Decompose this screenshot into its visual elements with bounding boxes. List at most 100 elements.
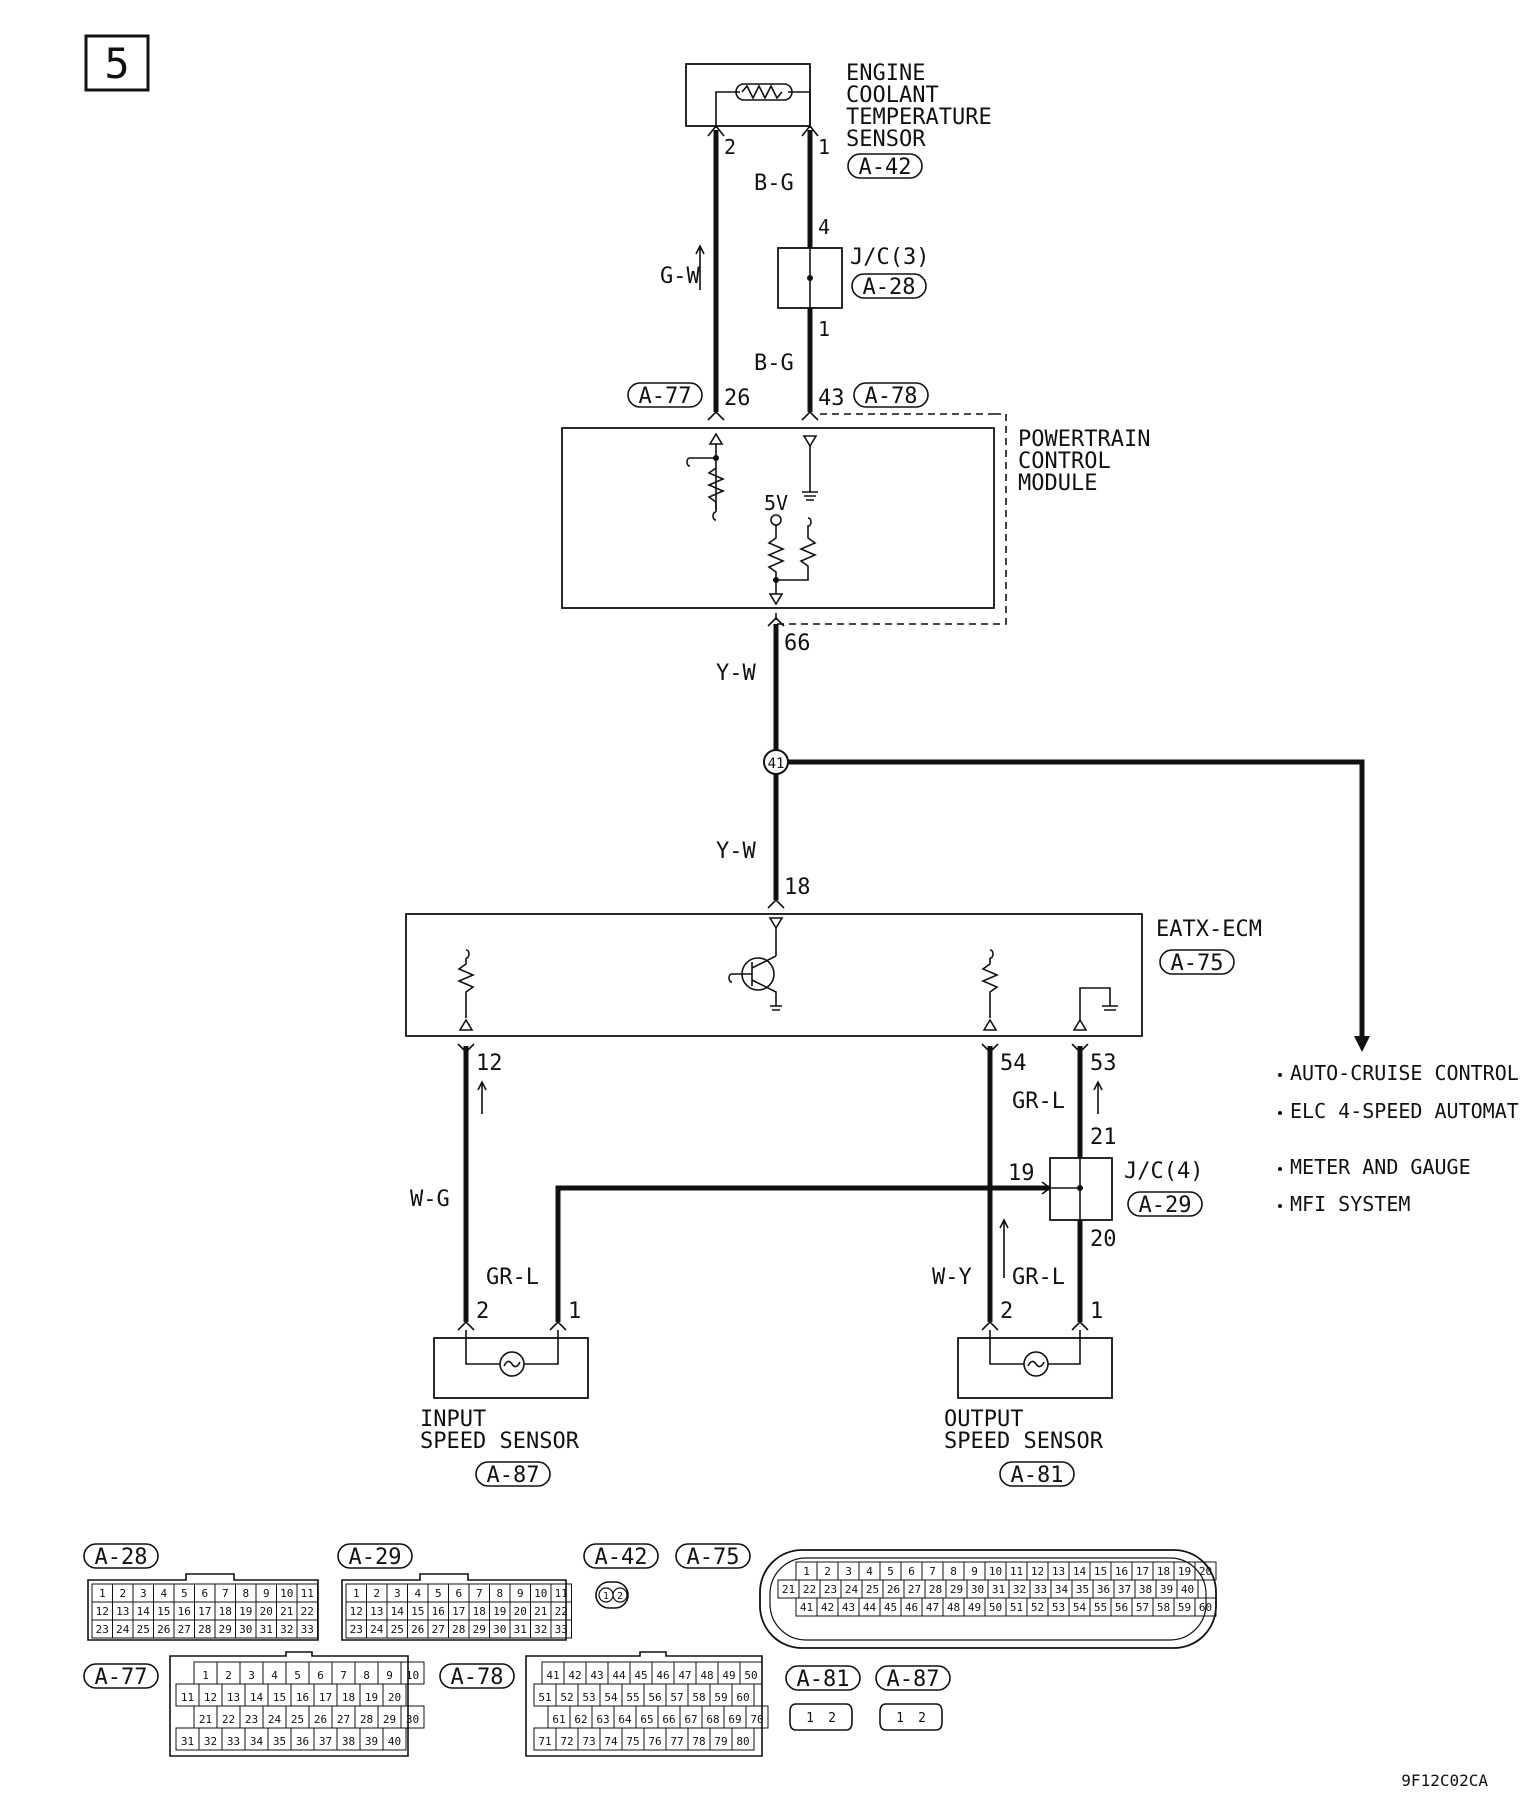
wire-label-gr-l-jc: GR-L <box>1012 1089 1065 1114</box>
connector-pin-label: 7 <box>340 1669 347 1682</box>
connector-pin-cell <box>550 1619 572 1639</box>
connector-pin-label: 68 <box>706 1713 719 1726</box>
connector-pin-label: 17 <box>452 1605 465 1618</box>
connector-pin-label: 19 <box>1178 1565 1191 1578</box>
connector-pin-label: 33 <box>555 1623 568 1636</box>
svg-text:21: 21 <box>1090 1125 1117 1150</box>
connector-pin-label: 67 <box>684 1713 697 1726</box>
connector-pin-label: 23 <box>96 1623 109 1636</box>
connector-pin-label: 9 <box>386 1669 393 1682</box>
connector-pin-label: 19 <box>493 1605 506 1618</box>
connector-pin-label: 66 <box>662 1713 675 1726</box>
connector-pin-label: 17 <box>198 1605 211 1618</box>
connector-pin-label: 2 <box>119 1587 126 1600</box>
output-sensor-connector-ref: A-81 <box>999 1461 1075 1488</box>
connector-pin-label: 7 <box>476 1587 483 1600</box>
wire-label-y-w-bottom: Y-W <box>716 839 756 864</box>
connector-pin-label: 11 <box>181 1691 194 1704</box>
connector-pin-cell <box>296 1619 318 1639</box>
connector-pin-label: 22 <box>301 1605 314 1618</box>
connector-pin-cell <box>1194 1597 1217 1617</box>
eatx-pin-18: 18 <box>784 875 811 900</box>
svg-text:A-77: A-77 <box>95 1665 148 1690</box>
svg-text:A-75: A-75 <box>687 1545 740 1570</box>
coolant-pin-1: 1 <box>818 135 830 159</box>
connector-pin-label: 55 <box>626 1691 639 1704</box>
connector-pin-label: 29 <box>950 1583 963 1596</box>
svg-text:A-75: A-75 <box>1171 951 1224 976</box>
connector-pin-label: 32 <box>1013 1583 1026 1596</box>
connector-pin-label: 12 <box>96 1605 109 1618</box>
connector-pin-label: 9 <box>971 1565 978 1578</box>
connector-pin-label: 72 <box>560 1735 573 1748</box>
eatx-ecm: EATX-ECM A-75 <box>405 898 1262 1037</box>
connector-pin-label: 40 <box>388 1735 401 1748</box>
connector-pin-label: 56 <box>648 1691 661 1704</box>
connector-pin-label: 9 <box>263 1587 270 1600</box>
svg-text:A-42: A-42 <box>595 1545 648 1570</box>
connector-pin-label: 52 <box>1031 1601 1044 1614</box>
connector-pin-label: 71 <box>538 1735 551 1748</box>
connector-pin-label: 37 <box>319 1735 332 1748</box>
destination-list: AUTO-CRUISE CONTROL SYSTEM ELC 4-SPEED A… <box>1278 1061 1520 1216</box>
connector-pin-label: 36 <box>1097 1583 1110 1596</box>
connector-pin-label: 18 <box>473 1605 486 1618</box>
connector-pin-label: 26 <box>157 1623 170 1636</box>
connector-pin-label: 61 <box>552 1713 565 1726</box>
coolant-sensor-title-3: TEMPERATURE <box>846 105 992 130</box>
connector-pin-cell <box>731 1727 755 1751</box>
wire-label-b-g-bottom: B-G <box>754 351 794 376</box>
joint-connector-3: 4 1 J/C(3) A-28 <box>777 215 929 341</box>
input-sensor-pin-1: 1 <box>568 1299 581 1324</box>
connector-pin-label: 20 <box>260 1605 273 1618</box>
connector-pin-label: 62 <box>574 1713 587 1726</box>
connector-pin-label: 1 <box>99 1587 106 1600</box>
jc4-label: J/C(4) <box>1124 1159 1203 1184</box>
input-sensor-connector-ref: A-87 <box>475 1461 551 1488</box>
connector-pin-label: 11 <box>555 1587 568 1600</box>
svg-text:2: 2 <box>617 1591 623 1602</box>
connector-pin-label: 58 <box>1157 1601 1170 1614</box>
connector-pin-label: 53 <box>1052 1601 1065 1614</box>
connector-pin-label: 16 <box>178 1605 191 1618</box>
connector-pin-label: 4 <box>271 1669 278 1682</box>
destination-1: AUTO-CRUISE CONTROL SYSTEM <box>1290 1061 1520 1085</box>
connector-pin-cell <box>400 1705 425 1729</box>
pcm-pin-26: 26 <box>724 386 751 411</box>
connector-pin-label: 15 <box>157 1605 170 1618</box>
output-sensor-pin-1: 1 <box>1090 1299 1103 1324</box>
connector-pin-label: 48 <box>947 1601 960 1614</box>
connector-pin-label: 40 <box>1181 1583 1194 1596</box>
eatx-pin-54: 54 <box>1000 1051 1027 1076</box>
connector-pin-label: 27 <box>337 1713 350 1726</box>
connector-pin-label: 78 <box>692 1735 705 1748</box>
svg-text:A-78: A-78 <box>451 1665 504 1690</box>
connector-pin-label: 14 <box>250 1691 264 1704</box>
connector-pin-label: 4 <box>866 1565 873 1578</box>
connector-pin-cell <box>745 1705 769 1729</box>
pcm-connector-a77-ref: A-77 <box>627 382 703 409</box>
connector-pin-label: 33 <box>1034 1583 1047 1596</box>
wire-label-y-w-top: Y-W <box>716 661 756 686</box>
connector-pin-label: 29 <box>383 1713 396 1726</box>
connector-pin-label: 77 <box>670 1735 683 1748</box>
svg-text:2: 2 <box>828 1711 836 1726</box>
destination-2: ELC 4-SPEED AUTOMATIC TRANSAXLE <box>1290 1099 1520 1123</box>
connector-pin-label: 28 <box>360 1713 373 1726</box>
eatx-pin-12: 12 <box>476 1051 503 1076</box>
connector-pin-label: 15 <box>273 1691 286 1704</box>
svg-text:1: 1 <box>806 1711 814 1726</box>
connector-pin-label: 44 <box>612 1669 626 1682</box>
svg-text:A-29: A-29 <box>349 1545 402 1570</box>
connector-pin-label: 41 <box>546 1669 559 1682</box>
connector-pin-label: 30 <box>493 1623 506 1636</box>
connector-pin-label: 55 <box>1094 1601 1107 1614</box>
connector-pin-label: 12 <box>204 1691 217 1704</box>
svg-text:A-81: A-81 <box>797 1667 850 1692</box>
connector-view-a81: A-81 1 2 <box>785 1665 861 1731</box>
connector-pin-label: 24 <box>116 1623 130 1636</box>
connector-pin-label: 49 <box>968 1601 981 1614</box>
page-number: 5 <box>104 39 129 88</box>
